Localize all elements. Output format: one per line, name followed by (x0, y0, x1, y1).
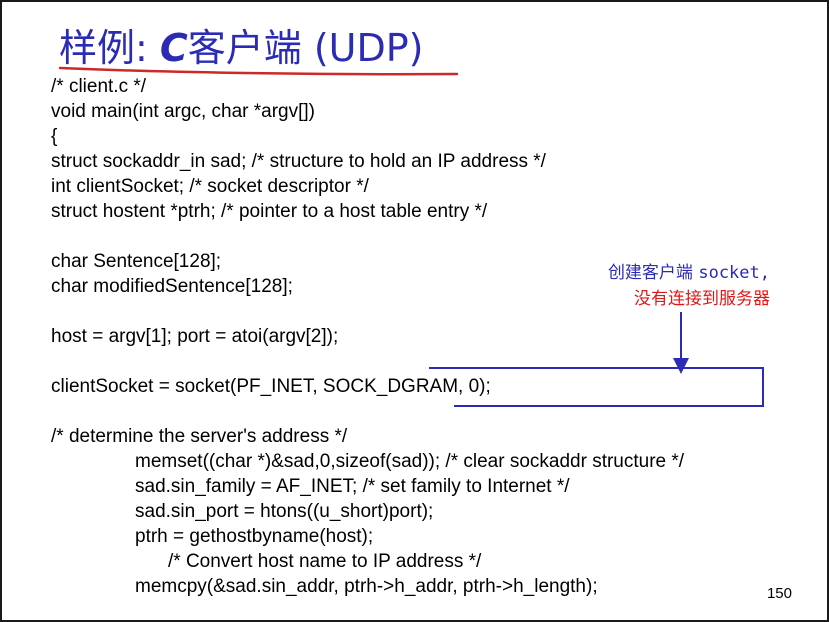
page-number: 150 (766, 585, 792, 602)
code-line: sad.sin_port = htons((u_short)port); (135, 501, 434, 522)
code-line: /* determine the server's address */ (51, 426, 348, 447)
code-line (51, 224, 684, 249)
code-line: char modifiedSentence[128]; (51, 276, 293, 297)
title-italic-c: C (159, 26, 188, 70)
code-line: int clientSocket; /* socket descriptor *… (51, 176, 369, 197)
code-line: char Sentence[128]; (51, 251, 222, 272)
code-line: memcpy(&sad.sin_addr, ptrh->h_addr, ptrh… (135, 576, 598, 597)
code-line: sad.sin_family = AF_INET; /* set family … (135, 476, 570, 497)
callout-line-2: 没有连接到服务器 (634, 289, 770, 309)
code-line: host = argv[1]; port = atoi(argv[2]); (51, 326, 339, 347)
callout-note: 创建客户端 socket, 没有连接到服务器 (608, 260, 770, 312)
callout-line-1: 创建客户端 socket, (608, 260, 770, 286)
callout-line-1-text: 创建客户端 (607, 263, 699, 283)
callout-line-1-socket: socket, (698, 263, 770, 283)
code-line: /* Convert host name to IP address */ (168, 551, 482, 572)
code-line: struct sockaddr_in sad; /* structure to … (51, 151, 546, 172)
title-underline-stroke (58, 66, 459, 76)
code-block: /* client.c */ void main(int argc, char *… (51, 74, 684, 599)
title-prefix: 样例: (59, 26, 160, 70)
code-line: void main(int argc, char *argv[]) (51, 101, 315, 122)
code-line: clientSocket = socket(PF_INET, SOCK_DGRA… (51, 376, 491, 397)
slide-title: 样例: C客户端 (UDP) (59, 24, 424, 72)
code-line: memset((char *)&sad,0,sizeof(sad)); /* c… (135, 451, 685, 472)
code-line: struct hostent *ptrh; /* pointer to a ho… (51, 201, 488, 222)
code-line: /* client.c */ (51, 76, 147, 97)
code-line (51, 349, 684, 374)
code-line: { (51, 126, 58, 147)
title-rest: 客户端 (UDP) (187, 26, 424, 70)
code-line (51, 299, 684, 324)
code-line: ptrh = gethostbyname(host); (135, 526, 374, 547)
code-line (51, 399, 684, 424)
